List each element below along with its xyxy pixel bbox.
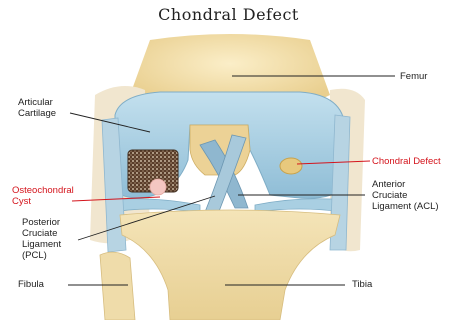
label-osteochondral-cyst-line1: Osteochondral <box>12 185 74 196</box>
label-osteochondral-cyst-line2: Cyst <box>12 196 31 207</box>
label-articular-cartilage-line1: Articular <box>18 97 53 108</box>
label-tibia: Tibia <box>352 279 372 290</box>
tibia-bone <box>120 210 340 320</box>
label-acl-line1: Anterior <box>372 179 405 190</box>
fibula-bone <box>100 252 135 320</box>
label-fibula: Fibula <box>18 279 44 290</box>
label-acl-line2: Cruciate <box>372 190 407 201</box>
label-articular-cartilage-line2: Cartilage <box>18 108 56 119</box>
label-pcl-line4: (PCL) <box>22 250 47 261</box>
label-pcl-line2: Cruciate <box>22 228 57 239</box>
label-acl-line3: Ligament (ACL) <box>372 201 439 212</box>
label-femur: Femur <box>400 71 427 82</box>
label-chondral-defect: Chondral Defect <box>372 156 441 167</box>
label-pcl-line1: Posterior <box>22 217 60 228</box>
chondral-defect-lesion <box>280 158 302 174</box>
cyst-highlight <box>150 179 166 195</box>
label-pcl-line3: Ligament <box>22 239 61 250</box>
